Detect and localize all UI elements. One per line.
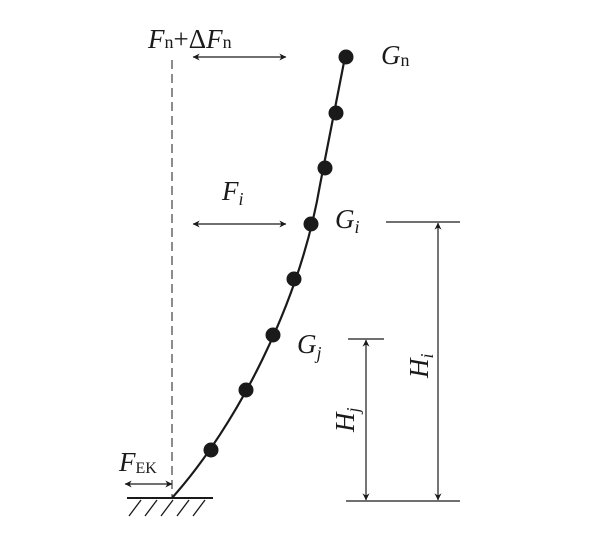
mass-node (238, 382, 254, 398)
force-i-label: Fi (221, 176, 244, 209)
mass-node (317, 160, 333, 176)
force-base-label: FEK (118, 447, 157, 477)
ground-hatching (128, 499, 206, 517)
mass-i-label: Gi (335, 204, 360, 237)
mass-n-label: Gn (381, 40, 410, 70)
mass-node (203, 442, 219, 458)
lumped-masses (203, 49, 354, 458)
mass-node (303, 216, 319, 232)
height-j-label: Hj (330, 407, 363, 433)
mass-node (328, 105, 344, 121)
mass-node (338, 49, 354, 65)
force-top-label: Fn+ΔFn (147, 24, 232, 54)
mass-node (286, 271, 302, 287)
mass-node (265, 327, 281, 343)
mass-j-label: Gj (297, 329, 322, 363)
deflection-curve (171, 56, 347, 499)
height-i-label: Hi (404, 353, 437, 379)
